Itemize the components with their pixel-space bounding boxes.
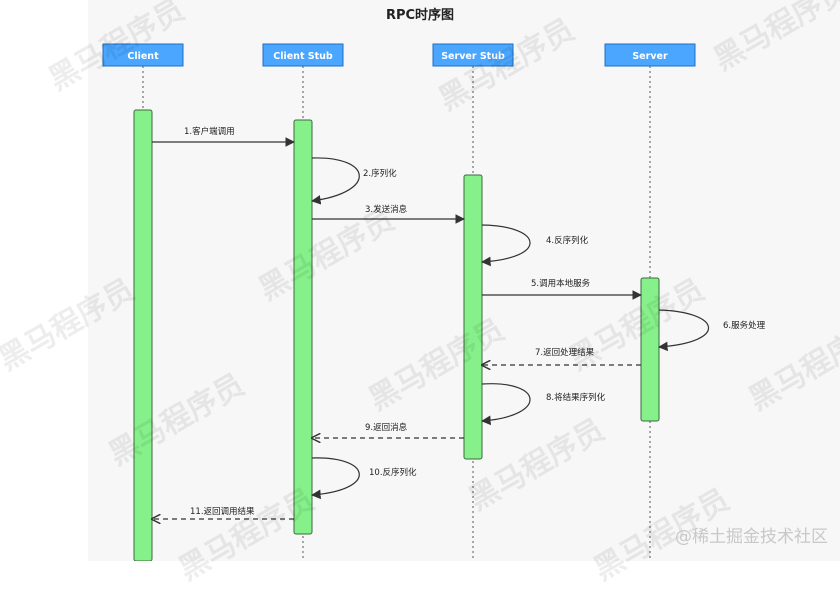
participant-client: Client [102,43,184,67]
message-label-10: 10.反序列化 [369,467,417,478]
activation-server [640,277,660,422]
participant-label: Server Stub [441,51,505,62]
message-label-9: 9.返回消息 [365,422,408,433]
sequence-diagram: RPC时序图 Client Client Stub Server Stub Se… [102,7,766,561]
participant-server-stub: Server Stub [432,43,514,67]
message-label-11: 11.返回调用结果 [190,506,255,517]
participant-label: Client Stub [273,51,333,62]
message-label-6: 6.服务处理 [723,320,766,331]
message-label-8: 8.将结果序列化 [546,392,606,403]
participant-label: Client [127,51,159,62]
activation-client [133,109,153,561]
activation-client-stub [293,119,313,535]
participant-label: Server [632,51,668,62]
message-label-7: 7.返回处理结果 [535,347,595,358]
message-arrow-2 [311,157,360,205]
message-arrow-4 [481,224,531,267]
message-label-2: 2.序列化 [363,168,397,179]
message-arrow-10 [311,457,360,500]
message-label-3: 3.发送消息 [365,204,408,215]
message-label-5: 5.调用本地服务 [531,278,591,289]
credit-text: @稀土掘金技术社区 [675,527,828,547]
activation-server-stub [463,174,483,460]
participant-server: Server [604,43,696,67]
message-arrow-8 [481,383,531,426]
message-label-4: 4.反序列化 [546,235,589,246]
diagram-title: RPC时序图 [386,7,454,23]
message-arrow-6 [658,309,709,352]
participant-client-stub: Client Stub [262,43,344,67]
message-label-1: 1.客户端调用 [184,126,235,137]
